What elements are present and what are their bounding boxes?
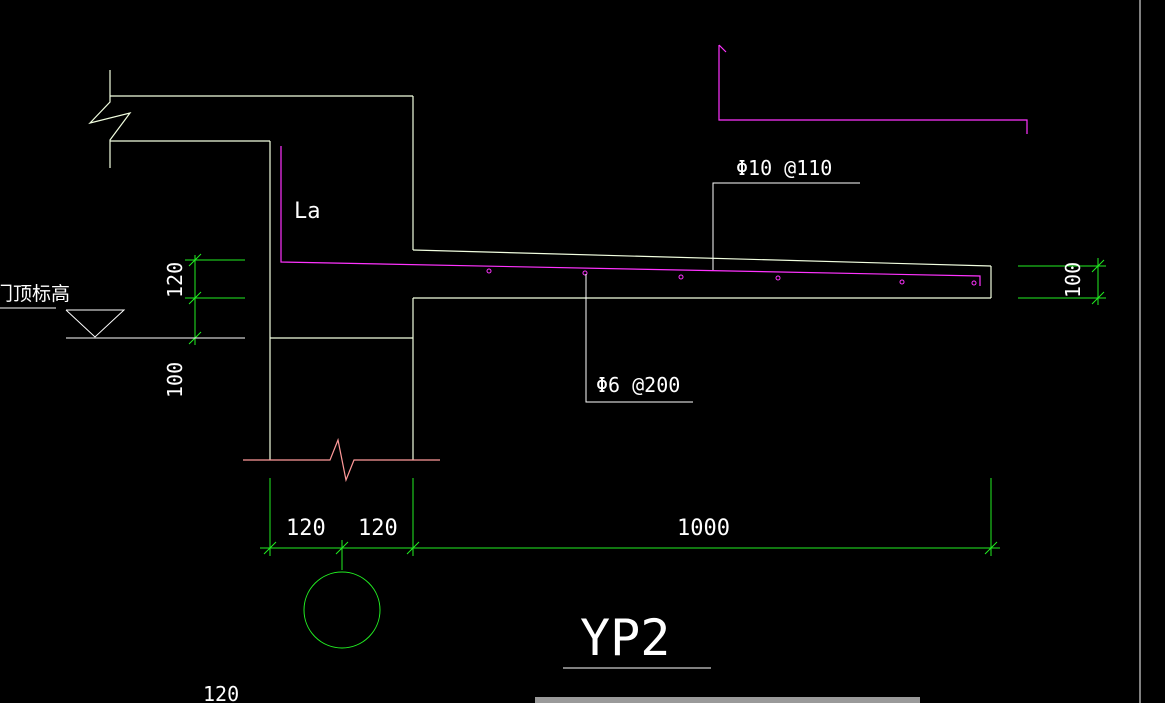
dim-cantilever: 1000 [677, 516, 730, 541]
dim-left-lower: 100 [163, 362, 187, 398]
ground-break-line [243, 437, 440, 483]
leader-lines [585, 182, 860, 403]
anchor-label: La [294, 199, 321, 224]
door-elevation-label: 门顶标高 [0, 283, 70, 305]
dim-right-thickness: 100 [1061, 262, 1085, 298]
distribution-bars [486, 268, 977, 286]
rebar-lines [280, 44, 1028, 286]
elevation-marker [0, 307, 245, 339]
dim-left-upper: 120 [163, 262, 187, 298]
dimension-lines [185, 253, 1106, 649]
drawing-title: YP2 [580, 609, 670, 667]
top-bar-label: Φ10 @110 [736, 156, 832, 180]
dim-wall-right: 120 [358, 516, 398, 541]
dim-wall-left: 120 [286, 516, 326, 541]
scrollbar-stub[interactable] [535, 697, 920, 703]
structure-outline [88, 70, 992, 460]
stray-dimension: 120 [203, 682, 239, 703]
bottom-bar-label: Φ6 @200 [596, 373, 680, 397]
